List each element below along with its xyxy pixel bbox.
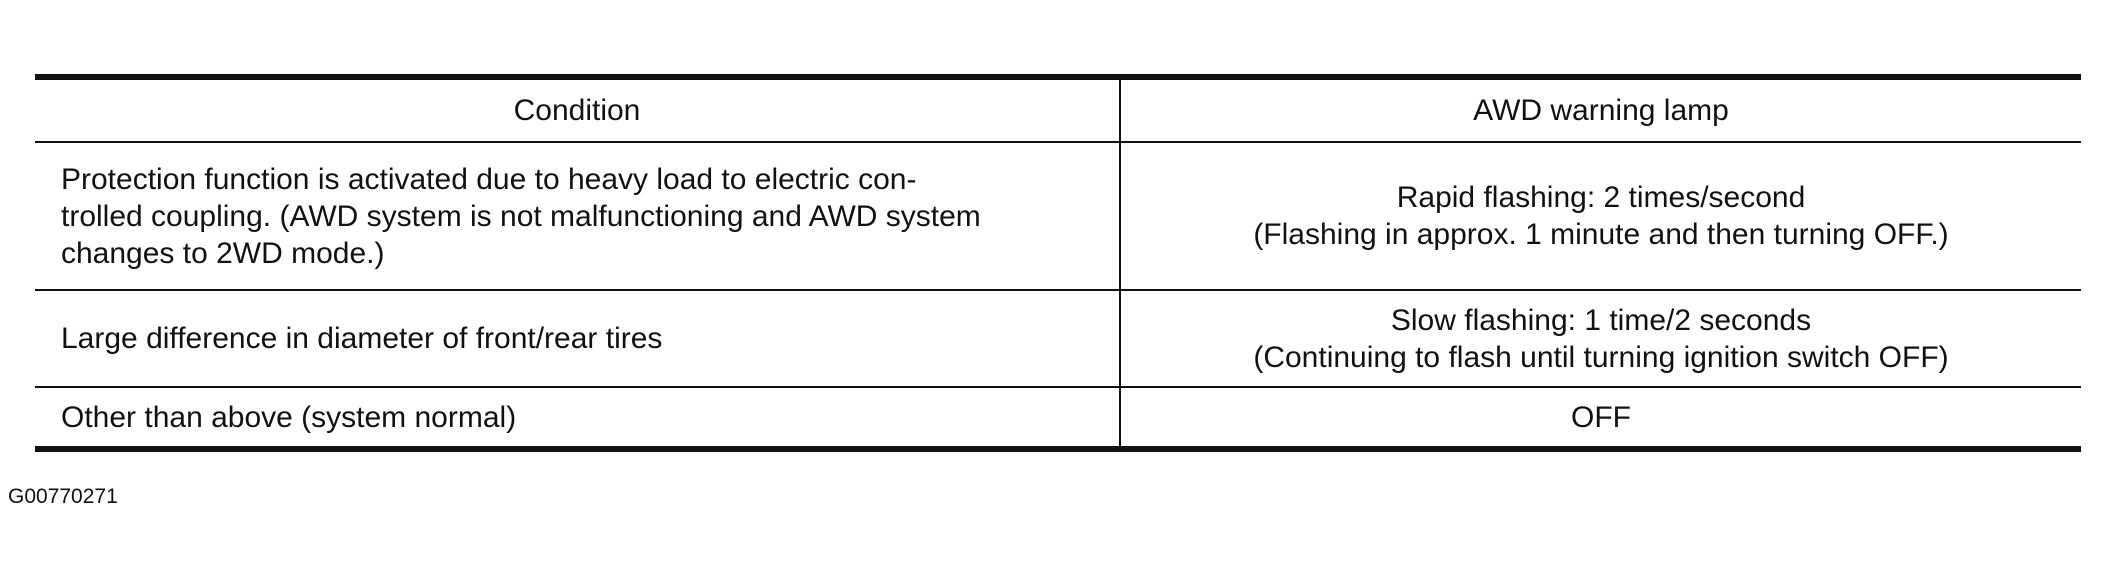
lamp-status-cell: Slow flashing: 1 time/2 seconds (Continu… [1119,289,2081,387]
figure-id: G00770271 [8,485,118,508]
lamp-status-line: Slow flashing: 1 time/2 seconds [1390,303,1812,337]
table-header-row: Condition AWD warning lamp [35,77,2081,143]
condition-cell: Protection function is activated due to … [35,141,1120,290]
condition-text-line: changes to 2WD mode.) [61,236,385,270]
lamp-status-line: (Continuing to flash until turning ignit… [1253,340,1949,374]
awd-warning-lamp-table: Condition AWD warning lamp Protection fu… [35,74,2081,452]
lamp-status-line: (Flashing in approx. 1 minute and then t… [1253,218,1949,251]
table-row: Other than above (system normal) OFF [35,386,2081,449]
condition-text-line: trolled coupling. (AWD system is not mal… [61,199,981,233]
condition-text-line: Other than above (system normal) [61,400,517,434]
condition-cell: Other than above (system normal) [35,386,1120,449]
header-awd-warning-lamp: AWD warning lamp [1119,77,2081,143]
condition-cell: Large difference in diameter of front/re… [35,289,1120,387]
lamp-status-cell: OFF [1119,386,2081,449]
lamp-status-line: OFF [1571,400,1631,434]
lamp-status-cell: Rapid flashing: 2 times/second (Flashing… [1119,141,2081,290]
condition-text-line: Protection function is activated due to … [61,162,917,196]
condition-text-line: Large difference in diameter of front/re… [61,322,663,355]
lamp-status-line: Rapid flashing: 2 times/second [1396,181,1806,214]
table-row: Large difference in diameter of front/re… [35,289,2081,387]
table-row: Protection function is activated due to … [35,141,2081,290]
header-condition: Condition [35,77,1120,143]
